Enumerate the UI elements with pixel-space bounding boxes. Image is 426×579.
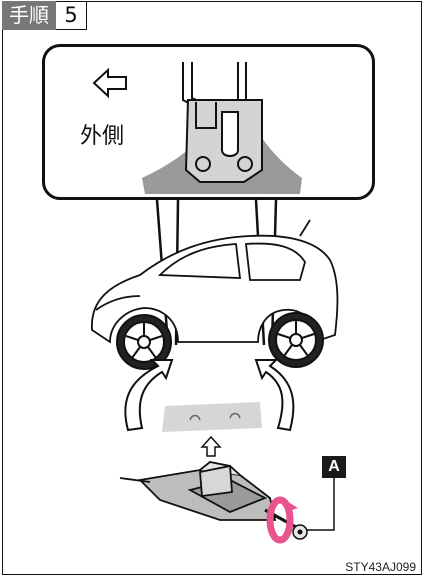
lift-arrow-right-icon: [256, 360, 293, 430]
jack-handle-end: [293, 525, 307, 539]
jack-point-panel: [162, 402, 262, 432]
marker-a-badge: A: [322, 456, 346, 478]
figure-code: STY43AJ099: [345, 560, 416, 574]
jack-head-slot: [222, 112, 238, 156]
up-arrow-icon: [202, 437, 220, 456]
rear-wheel: [269, 313, 323, 367]
direction-label: 外側: [80, 118, 124, 150]
marker-leader-line: [306, 478, 334, 530]
outward-arrow-icon: [94, 70, 126, 96]
